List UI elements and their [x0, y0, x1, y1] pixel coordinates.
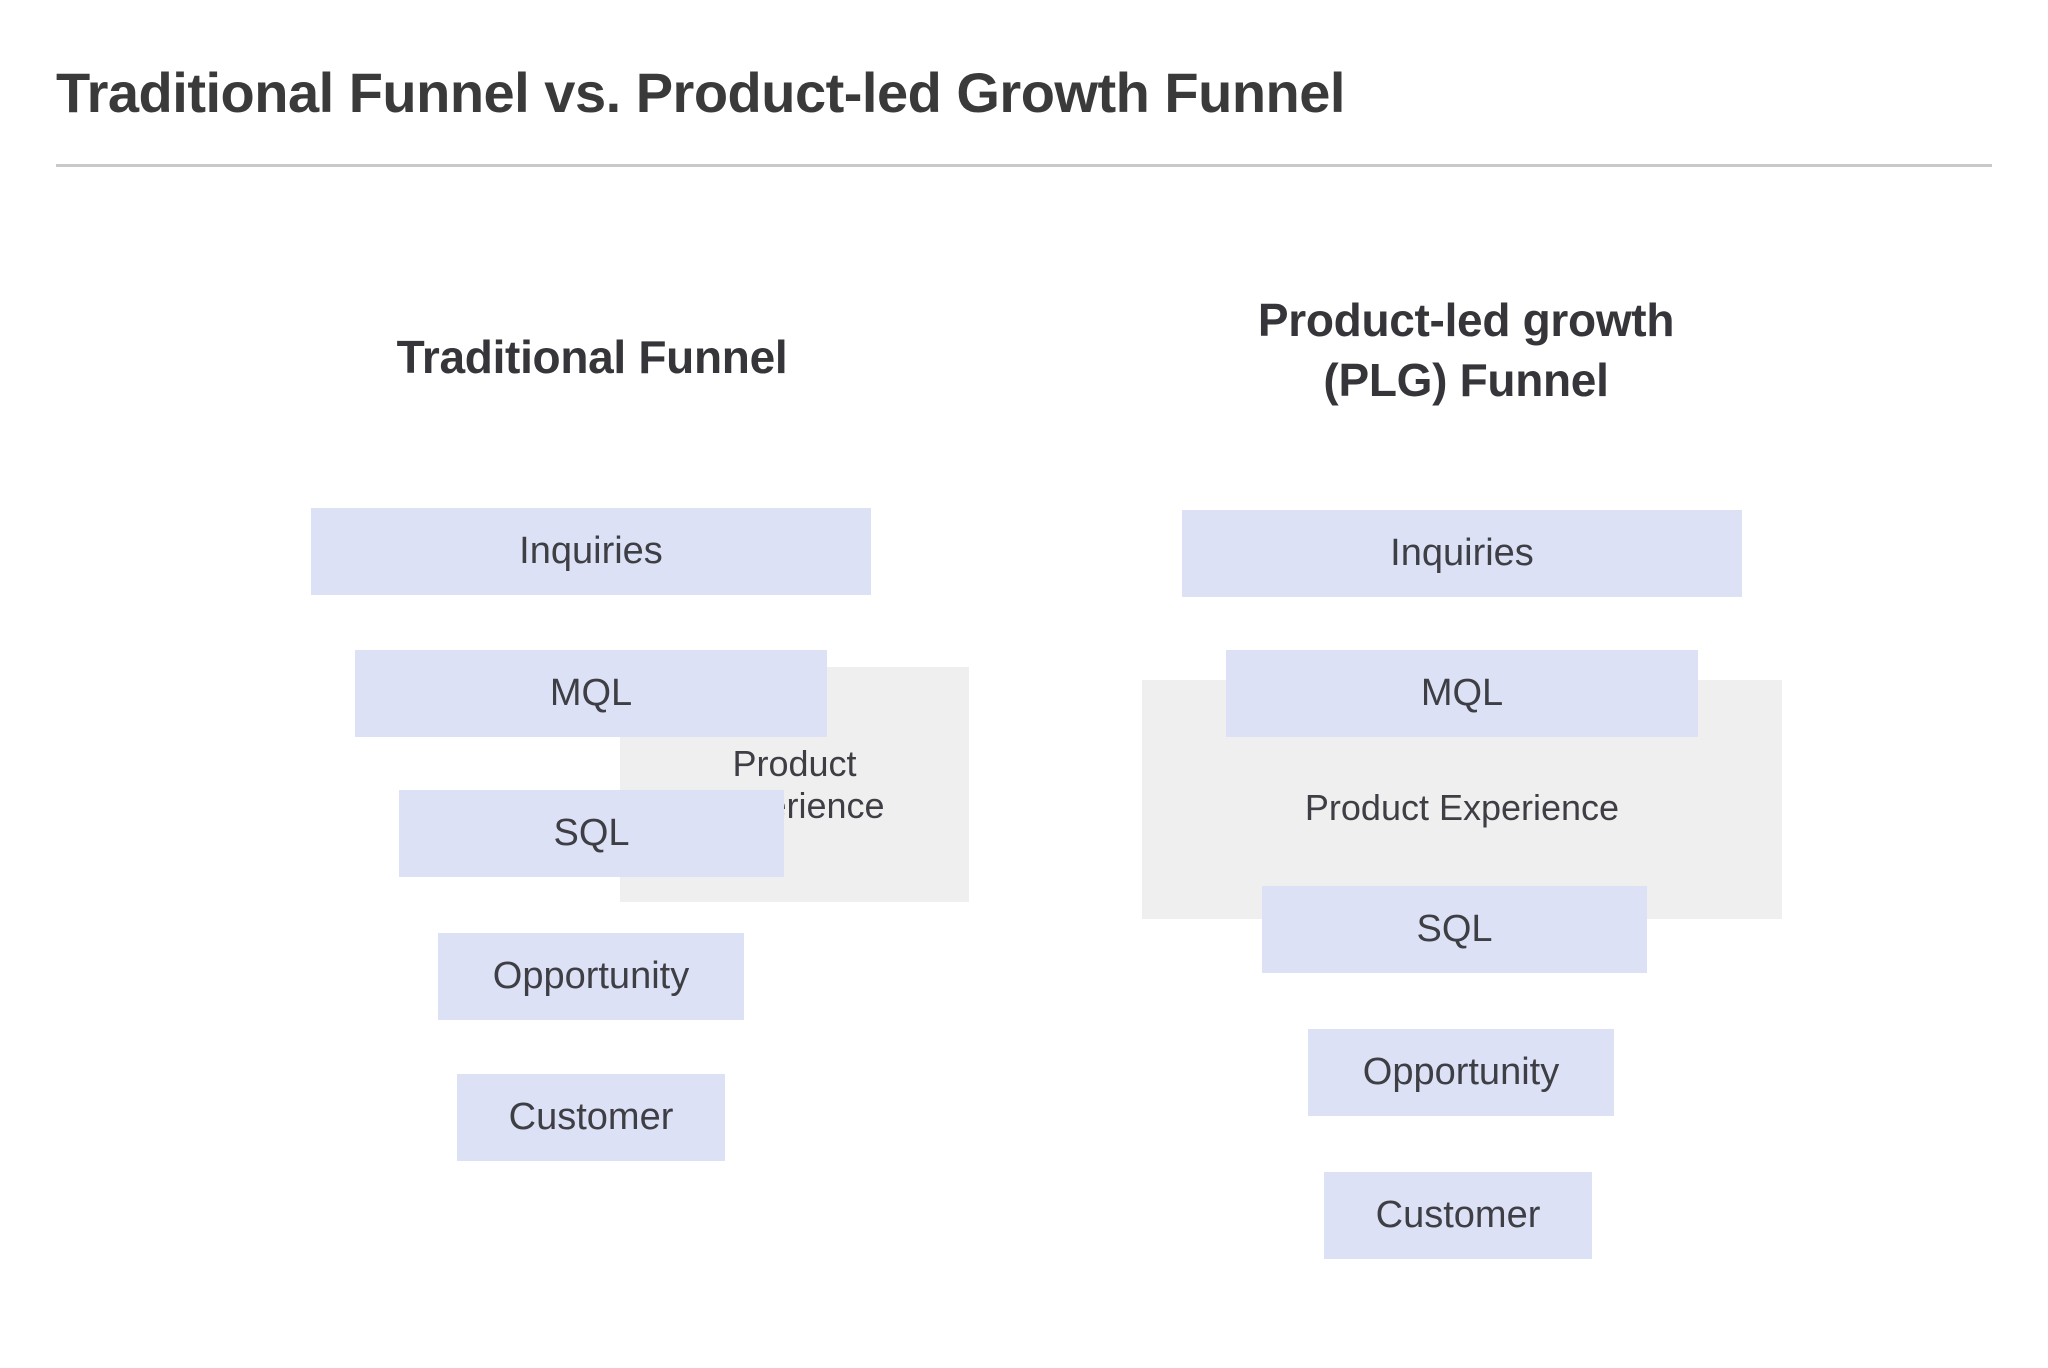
page-title: Traditional Funnel vs. Product-led Growt… [56, 61, 1345, 124]
traditional-stage-sql: SQL [399, 790, 784, 877]
traditional-funnel-heading: Traditional Funnel [396, 331, 788, 383]
plg-stage-sql: SQL [1262, 886, 1647, 973]
traditional-stage-inquiries: Inquiries [311, 508, 871, 595]
plg-funnel-heading: Product-led growth (PLG) Funnel [1186, 290, 1746, 410]
plg-product-experience-label: Product Experience [1304, 786, 1620, 828]
traditional-stage-opportunity: Opportunity [438, 933, 744, 1020]
plg-stage-mql: MQL [1226, 650, 1698, 737]
plg-stage-inquiries: Inquiries [1182, 510, 1742, 597]
traditional-stage-mql: MQL [355, 650, 827, 737]
title-divider [56, 164, 1992, 167]
plg-funnel-heading-line2: (PLG) Funnel [1323, 354, 1609, 406]
plg-stage-customer: Customer [1324, 1172, 1592, 1259]
plg-stage-opportunity: Opportunity [1308, 1029, 1614, 1116]
plg-funnel-heading-line1: Product-led growth [1257, 294, 1675, 346]
traditional-stage-customer: Customer [457, 1074, 725, 1161]
